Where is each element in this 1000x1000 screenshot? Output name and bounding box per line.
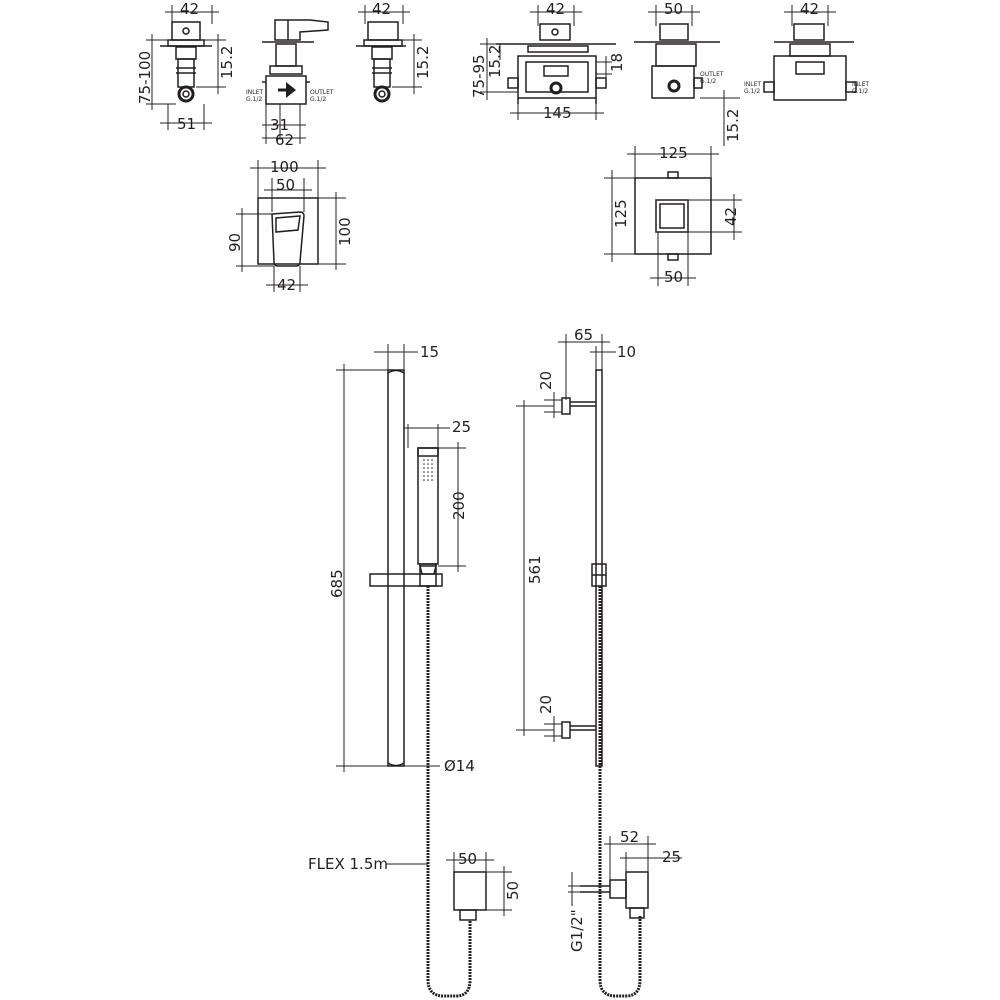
box-valve-1-drawing: [480, 5, 616, 120]
v3-top-dim: 42: [372, 0, 391, 18]
bracket-top-dim: 20: [537, 371, 555, 390]
box-valve-2-drawing: [634, 5, 740, 146]
handset-width-dim: 25: [452, 418, 471, 436]
b3-inlet-right-label: INLET: [852, 81, 869, 88]
elbow-depth-dim: 52: [620, 828, 639, 846]
p1-bottom-dim: 42: [277, 276, 296, 294]
v2-b1-dim: 31: [270, 116, 289, 134]
b2-top-dim: 50: [664, 0, 683, 18]
b3-inlet-right-size: G.1/2: [852, 88, 868, 95]
elbow-thread-dim: G1/2": [568, 909, 586, 952]
plate-1-drawing: [236, 160, 346, 292]
p1-inner-dim: 50: [276, 176, 295, 194]
b3-top-dim: 42: [800, 0, 819, 18]
valve-3-drawing: [356, 5, 422, 103]
b1-bottom-dim: 145: [543, 104, 572, 122]
rail-front-drawing: [336, 344, 466, 772]
v2-inlet-size: G.1/2: [246, 96, 262, 103]
valve-1-drawing: [146, 5, 226, 130]
elbow-width-dim: 25: [662, 848, 681, 866]
v1-right-dim: 15.2: [218, 46, 236, 79]
b3-inlet-left-size: G.1/2: [744, 88, 760, 95]
b1-top-dim: 42: [546, 0, 565, 18]
p1-width-dim: 100: [270, 158, 299, 176]
hose-front-drawing: [386, 586, 512, 998]
p2-bottom-dim: 50: [664, 268, 683, 286]
b2-outlet-size: G.1/2: [700, 78, 716, 85]
rail-length-dim: 685: [328, 569, 346, 598]
v1-top-dim: 42: [180, 0, 199, 18]
valve-2-drawing: [262, 19, 329, 144]
b2-bottom-dim: 15.2: [724, 109, 742, 142]
plate-2-drawing: [604, 146, 742, 286]
rail-diameter-dim: Ø14: [444, 757, 475, 775]
flex-hose-label: FLEX 1.5m: [308, 855, 388, 873]
p1-left-height-dim: 90: [226, 233, 244, 252]
side-depth-dim: 65: [574, 326, 593, 344]
v2-inlet-label: INLET: [246, 89, 263, 96]
p2-right-dim: 42: [722, 207, 740, 226]
outlet-height-dim: 50: [504, 881, 522, 900]
v2-outlet-size: G.1/2: [310, 96, 326, 103]
v3-right-dim: 15.2: [414, 46, 432, 79]
rail-width-dim: 15: [420, 343, 439, 361]
v2-b2-dim: 62: [275, 131, 294, 149]
handset-length-dim: 200: [450, 491, 468, 520]
p2-top-dim: 125: [659, 144, 688, 162]
b1-left-a-dim: 75-95: [470, 54, 488, 98]
v1-left-dim: 75-100: [136, 51, 154, 104]
v2-outlet-label: OUTLET: [310, 89, 334, 96]
box-valve-3-drawing: [763, 5, 857, 101]
b1-left-b-dim: 15.2: [486, 45, 504, 78]
b1-right-dim: 18: [608, 53, 626, 72]
v1-bottom-dim: 51: [177, 115, 196, 133]
b2-outlet-label: OUTLET: [700, 71, 724, 78]
side-width-dim: 10: [617, 343, 636, 361]
b3-inlet-left-label: INLET: [744, 81, 761, 88]
bracket-span-dim: 561: [526, 555, 544, 584]
p1-right-height-dim: 100: [336, 217, 354, 246]
outlet-width-dim: 50: [458, 850, 477, 868]
p2-left-dim: 125: [612, 199, 630, 228]
rail-side-drawing: [516, 334, 682, 998]
bracket-bottom-dim: 20: [537, 695, 555, 714]
